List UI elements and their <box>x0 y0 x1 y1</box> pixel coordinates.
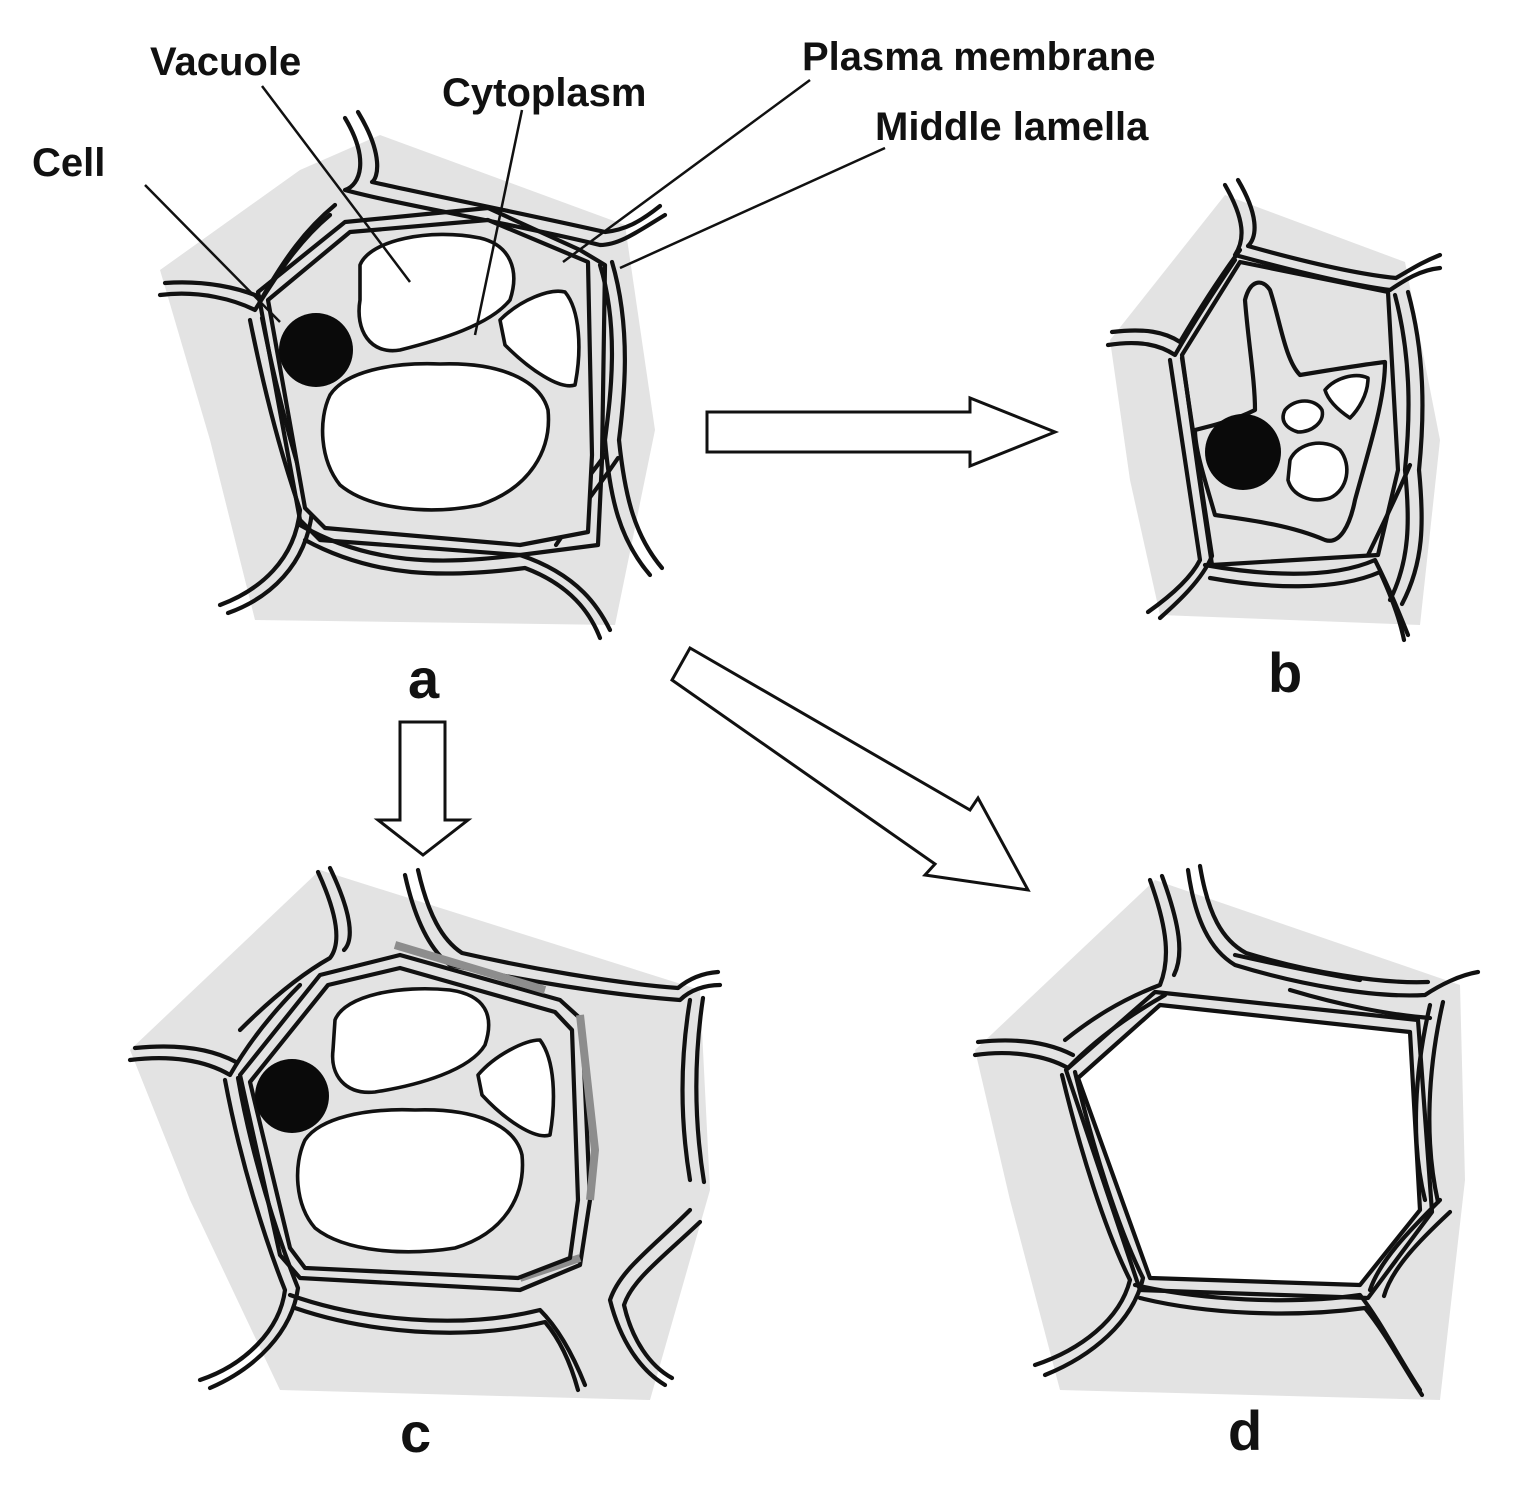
plasma-membrane-label: Plasma membrane <box>802 35 1156 79</box>
panel-b-vacuole-small <box>1281 399 1325 434</box>
panel-c-vacuole-top <box>330 986 491 1094</box>
panel-a-cell-wall <box>255 205 608 558</box>
panel-d-adjacent-walls <box>972 863 1481 1398</box>
panel-d-label: d <box>1228 1399 1262 1462</box>
panel-c-vacuole-large <box>295 1107 525 1254</box>
cell-label: Cell <box>32 141 105 185</box>
panel-c-nucleus <box>255 1059 329 1133</box>
panel-c-cell <box>127 865 723 1400</box>
panel-d-empty-lumen <box>1075 1002 1423 1288</box>
panel-c-label: c <box>400 1401 431 1464</box>
panel-a-cell <box>157 109 668 641</box>
panel-b-cell-wall <box>1179 259 1401 568</box>
panel-b-vacuole-large <box>1286 441 1349 502</box>
panel-b-cell <box>1105 177 1443 643</box>
middle-lamella-label: Middle lamella <box>875 105 1149 149</box>
vacuole-leader-line <box>261 85 411 283</box>
panel-b-label: b <box>1268 641 1302 704</box>
panel-a-nucleus <box>279 313 353 387</box>
cell-leader-line <box>144 184 281 323</box>
panel-c-vacuole-right <box>476 1038 556 1138</box>
panel-a-vacuole-top <box>357 232 516 353</box>
arrow-a-to-b <box>705 395 1060 469</box>
panel-c-wall-thickening-right <box>576 1014 600 1201</box>
panel-a-vacuole-right <box>498 289 581 388</box>
panel-b-nucleus <box>1205 414 1281 490</box>
arrow-a-to-d <box>670 645 1031 892</box>
cytoplasm-leader-line <box>473 109 524 336</box>
panel-c-wall-thickening-top <box>393 941 547 994</box>
panel-b-vacuole-top <box>1323 373 1370 420</box>
arrow-a-to-c <box>373 720 473 857</box>
vacuole-label: Vacuole <box>150 40 301 84</box>
panel-c-adjacent-walls <box>127 865 723 1393</box>
cytoplasm-label: Cytoplasm <box>442 71 647 115</box>
panel-d-cell <box>972 863 1481 1400</box>
callout-lines <box>144 78 886 336</box>
panel-a-vacuole-large <box>320 361 551 512</box>
panel-d-cell-wall <box>1063 989 1435 1301</box>
panel-a-label: a <box>408 647 440 710</box>
middle-lamella-leader-line <box>619 146 886 270</box>
plasma-membrane-leader-line <box>562 78 811 264</box>
